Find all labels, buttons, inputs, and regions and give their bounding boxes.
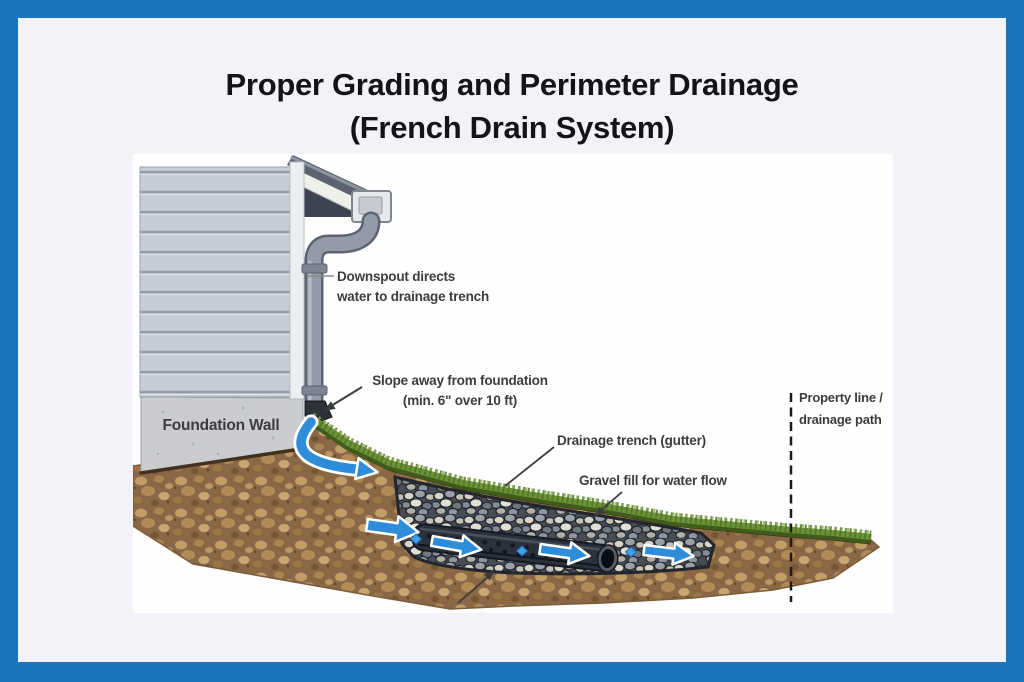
property-label-line2: drainage path: [799, 412, 882, 427]
property-label-line1: Property line /: [799, 390, 883, 405]
house: [139, 155, 392, 424]
slope-arrowhead: [324, 401, 336, 411]
corner-trim: [289, 161, 305, 400]
water-droplets: [409, 533, 638, 558]
foundation-wall-label: Foundation Wall: [163, 417, 280, 434]
siding-grooves: [140, 170, 290, 394]
water-arrow-trench-1: [429, 534, 483, 559]
drainage-diagram: Foundation Wall: [133, 154, 893, 613]
downspout-coupling-top: [301, 263, 328, 274]
foundation-soil-crack: [139, 448, 296, 475]
water-arrow-into-trench: [364, 515, 420, 544]
drainage-trench-label-text: Drainage trench (gutter): [557, 433, 706, 448]
pipe-pointer-arrowhead: [484, 570, 495, 581]
downspout-label: Downspout directs water to drainage tren…: [307, 269, 489, 304]
water-flow-arrows: [293, 414, 695, 566]
downspout-label-line1: Downspout directs: [337, 269, 455, 284]
grass-blades: [310, 413, 872, 540]
grass-blade-tips: [312, 412, 872, 534]
page-title: Proper Grading and Perimeter Drainage (F…: [18, 63, 1006, 149]
property-line: Property line / drainage path: [789, 390, 883, 602]
water-arrow-from-downspout: [293, 414, 379, 481]
drainage-trench-label: Drainage trench (gutter): [504, 433, 706, 487]
slope-label: Slope away from foundation (min. 6" over…: [324, 373, 548, 411]
downspout-coupling-bottom: [301, 385, 328, 396]
pipe-open-end-hole: [601, 549, 615, 568]
gravel-arrow-line: [598, 491, 623, 513]
slope-label-line2: (min. 6" over 10 ft): [403, 393, 517, 408]
pipe-pointer-line: [457, 576, 489, 604]
gravel-arrowhead: [594, 506, 605, 517]
gravel-fill-label-text: Gravel fill for water flow: [579, 473, 728, 488]
slope-arrow-line: [330, 386, 363, 407]
house-siding: [139, 161, 305, 400]
page-background: Proper Grading and Perimeter Drainage (F…: [18, 18, 1006, 662]
downspout-label-line2: water to drainage trench: [336, 289, 489, 304]
foundation-speckle: [156, 406, 275, 456]
pipe-pointer-arrow: [457, 570, 495, 604]
gravel-fill-label: Gravel fill for water flow: [579, 473, 728, 517]
water-arrow-trench-3: [642, 541, 695, 566]
slope-label-line1: Slope away from foundation: [372, 373, 548, 388]
siding-highlights: [140, 174, 290, 395]
downspout-pipe: [301, 211, 381, 424]
page-title-line2: (French Drain System): [349, 110, 675, 145]
water-arrow-trench-2: [538, 541, 591, 566]
page-title-line1: Proper Grading and Perimeter Drainage: [225, 67, 799, 102]
diagram-canvas: Foundation Wall: [133, 155, 883, 610]
callout-labels: Downspout directs water to drainage tren…: [307, 269, 883, 604]
drainage-trench-leader-line: [504, 446, 555, 487]
